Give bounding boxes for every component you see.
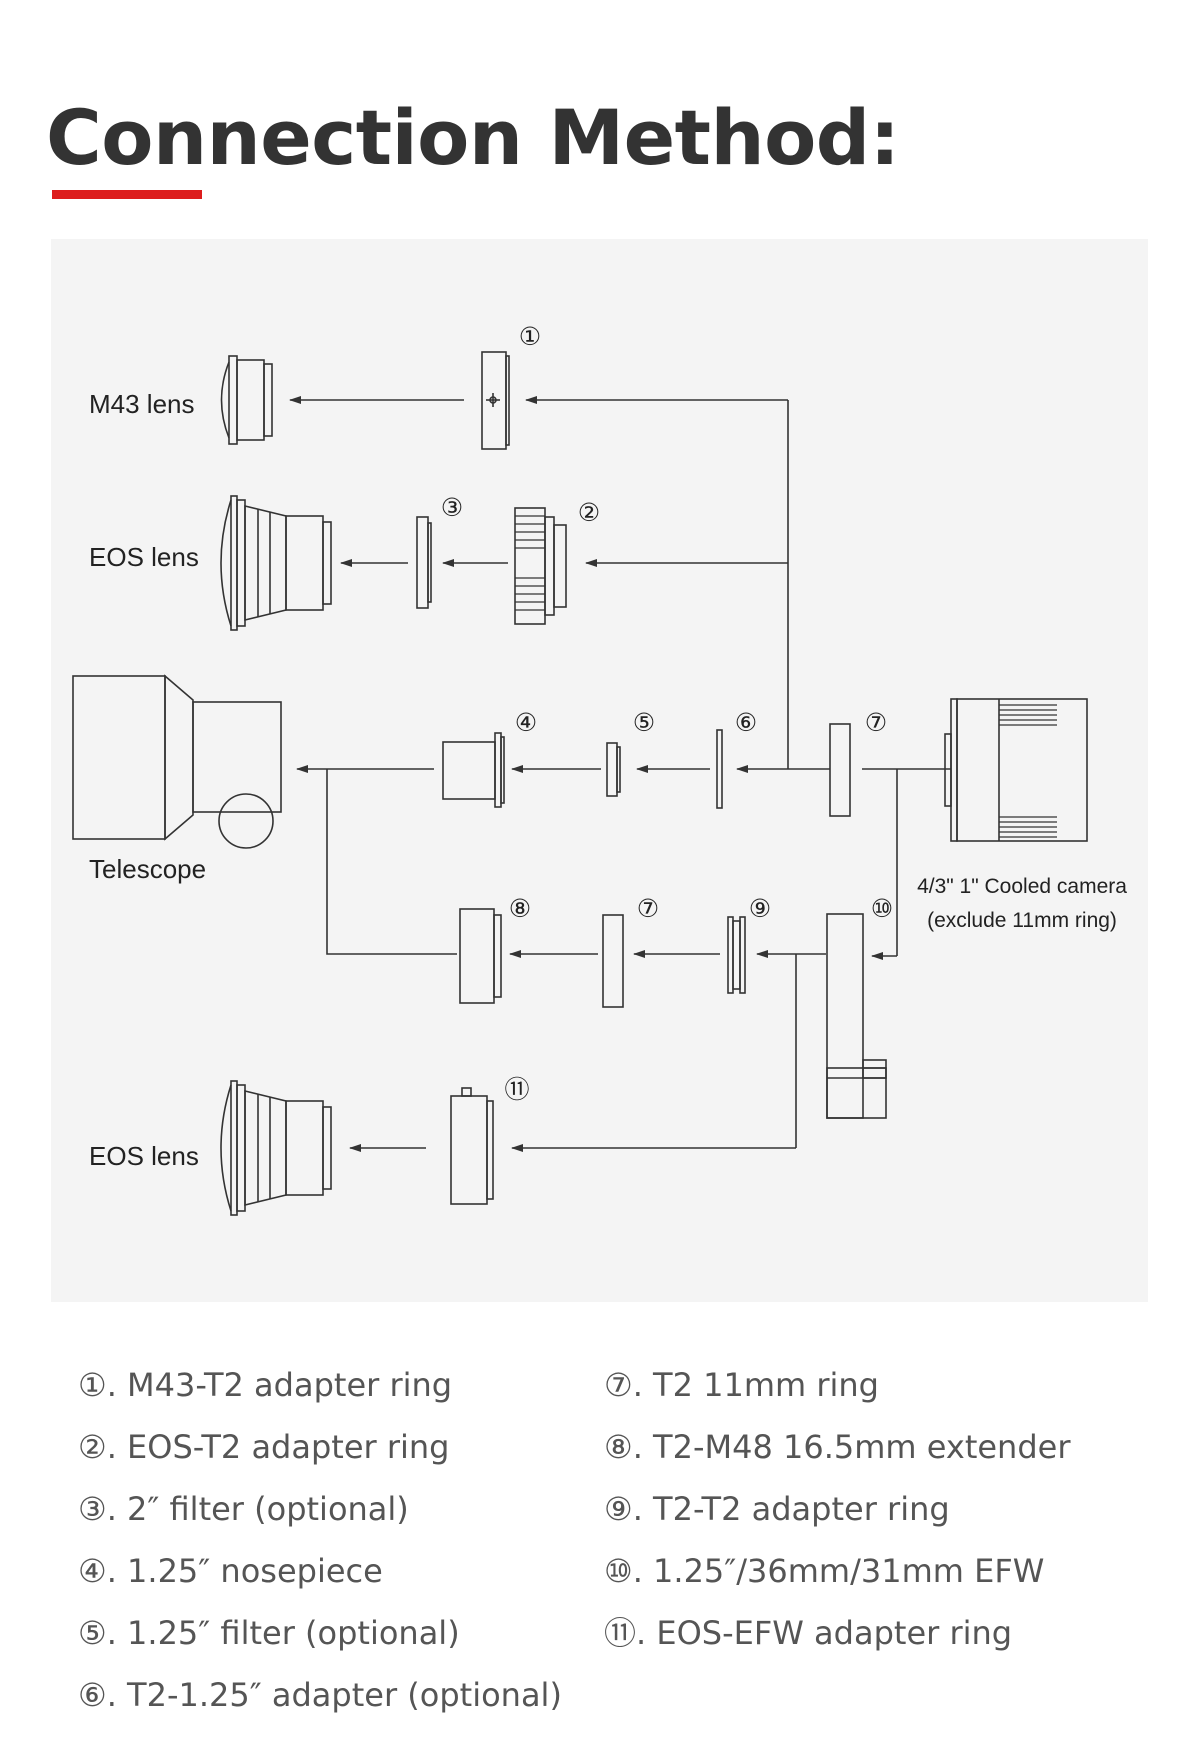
marker-6: ⑥ bbox=[735, 708, 757, 737]
marker-9: ⑨ bbox=[749, 894, 771, 923]
2in-filter-part bbox=[416, 516, 432, 609]
m43-lens-illustration bbox=[220, 355, 273, 445]
eos-lens-illustration-top bbox=[220, 495, 332, 631]
t2-11mm-ring-part-bottom bbox=[602, 914, 624, 1008]
telescope-label: Telescope bbox=[89, 854, 206, 884]
legend-item-6: ⑥. T2-1.25″ adapter (optional) bbox=[78, 1676, 562, 1714]
legend-item-11: ⑪. EOS-EFW adapter ring bbox=[604, 1614, 1013, 1652]
legend-item-8: ⑧. T2-M48 16.5mm extender bbox=[604, 1428, 1071, 1466]
legend-item-9: ⑨. T2-T2 adapter ring bbox=[604, 1490, 950, 1528]
legend-left-column: ①. M43-T2 adapter ring ②. EOS-T2 adapter… bbox=[78, 1354, 562, 1726]
marker-4: ④ bbox=[515, 708, 537, 737]
m43-t2-adapter-ring-part bbox=[481, 351, 510, 450]
legend-item-7: ⑦. T2 11mm ring bbox=[604, 1366, 879, 1404]
connection-lines bbox=[289, 396, 951, 1152]
legend-item-4: ④. 1.25″ nosepiece bbox=[78, 1552, 383, 1590]
marker-8: ⑧ bbox=[509, 894, 531, 923]
marker-7-bottom: ⑦ bbox=[637, 894, 659, 923]
camera-label-line1: 4/3" 1" Cooled camera bbox=[917, 875, 1127, 898]
page-title: Connection Method: bbox=[46, 93, 900, 182]
marker-7-top: ⑦ bbox=[865, 708, 887, 737]
marker-2: ② bbox=[578, 498, 600, 527]
eos-efw-adapter-ring-part bbox=[450, 1087, 494, 1205]
telescope-illustration bbox=[72, 674, 282, 849]
marker-1: ① bbox=[519, 322, 541, 351]
t2-m48-extender-part bbox=[459, 908, 502, 1004]
legend-right-column: ⑦. T2 11mm ring ⑧. T2-M48 16.5mm extende… bbox=[604, 1354, 1070, 1664]
connection-diagram: M43 lens EOS lens Telescope EOS lens 4/3… bbox=[51, 239, 1148, 1302]
efw-part bbox=[826, 913, 887, 1119]
nosepiece-part bbox=[442, 732, 505, 808]
t2-11mm-ring-part-top bbox=[829, 723, 851, 817]
marker-11: ⑪ bbox=[504, 1075, 529, 1104]
t2-t2-adapter-ring-part bbox=[727, 916, 746, 994]
legend-item-3: ③. 2″ filter (optional) bbox=[78, 1490, 409, 1528]
125-filter-part bbox=[606, 742, 621, 797]
marker-3: ③ bbox=[441, 493, 463, 522]
title-underline bbox=[52, 190, 202, 199]
legend-item-1: ①. M43-T2 adapter ring bbox=[78, 1366, 453, 1404]
eos-lens-label-bottom: EOS lens bbox=[89, 1141, 199, 1171]
legend-item-2: ②. EOS-T2 adapter ring bbox=[78, 1428, 450, 1466]
eos-lens-label-top: EOS lens bbox=[89, 542, 199, 572]
legend-item-10: ⑩. 1.25″/36mm/31mm EFW bbox=[604, 1552, 1045, 1590]
t2-125-adapter-part bbox=[716, 729, 723, 809]
legend-item-5: ⑤. 1.25″ filter (optional) bbox=[78, 1614, 460, 1652]
eos-lens-illustration-bottom bbox=[220, 1080, 332, 1216]
marker-5: ⑤ bbox=[633, 708, 655, 737]
camera-label-line2: (exclude 11mm ring) bbox=[927, 909, 1117, 932]
m43-lens-label: M43 lens bbox=[89, 389, 195, 419]
marker-10: ⑩ bbox=[871, 894, 893, 923]
eos-t2-adapter-ring-part bbox=[514, 507, 567, 625]
cooled-camera-illustration bbox=[944, 698, 1088, 842]
